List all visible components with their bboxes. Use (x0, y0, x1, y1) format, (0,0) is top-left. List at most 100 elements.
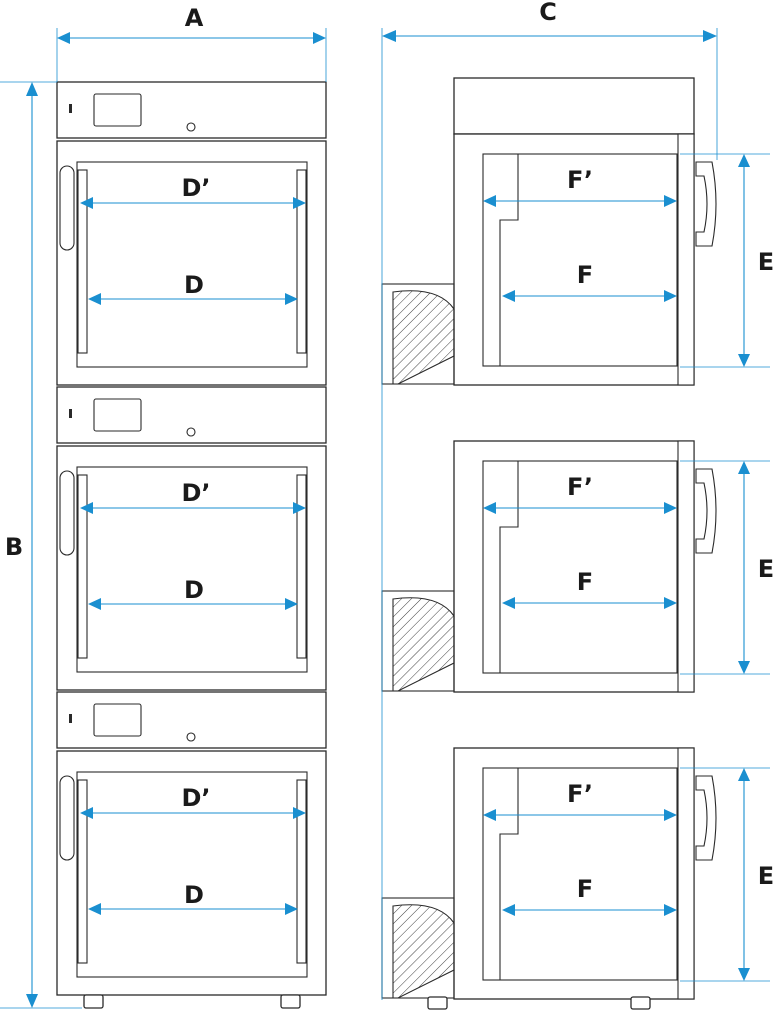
arrow-head (88, 903, 101, 915)
door-edge (677, 440, 695, 693)
arrow-head (664, 809, 677, 821)
arrow-head (285, 598, 298, 610)
arrow-head (88, 293, 101, 305)
dimension-f-label: F (577, 568, 593, 596)
dimension-b-label: B (5, 533, 23, 561)
rail-left (77, 474, 88, 659)
power-switch-icon (69, 409, 72, 418)
glass-window (76, 161, 308, 368)
inner-chamber (482, 460, 678, 674)
foot-right (280, 994, 301, 1009)
dimension-f (502, 290, 677, 302)
front-unit: D’ D (56, 386, 327, 691)
top-cap (453, 77, 695, 135)
arrow-head (738, 461, 750, 474)
chamber-step (499, 154, 519, 366)
dimension-e (738, 768, 750, 981)
dimension-f-prime (483, 502, 677, 514)
dimension-d-prime (80, 502, 306, 514)
dimension-f-prime (483, 809, 677, 821)
arrow-head (293, 807, 306, 819)
dimension-e-label: E (758, 248, 774, 276)
dimension-e-label: E (758, 555, 774, 583)
dimension-c: C (381, 0, 718, 1000)
arrow-head (664, 195, 677, 207)
arrow-head (483, 502, 496, 514)
chamber-step (499, 768, 519, 980)
arrow-head (664, 597, 677, 609)
compressor-hatch (392, 597, 455, 692)
knob-icon (186, 732, 196, 742)
arrow-head (502, 904, 515, 916)
rail-left (77, 169, 88, 354)
arrow-head (293, 197, 306, 209)
arrow-head (664, 290, 677, 302)
rail-right (296, 474, 307, 659)
dimension-c-label: C (539, 0, 557, 26)
arrow-head (80, 807, 93, 819)
arrow-head (738, 354, 750, 367)
arrow-head (738, 154, 750, 167)
side-unit: E F’ F (381, 440, 774, 693)
inner-chamber (482, 153, 678, 367)
arrow-head (88, 598, 101, 610)
dimension-f-prime-label: F’ (567, 473, 593, 501)
dimension-f (502, 597, 677, 609)
arrow-head (80, 502, 93, 514)
side-view: EF’FEF’FEF’F (381, 77, 774, 1010)
arrow-head (285, 293, 298, 305)
arrow-head (502, 597, 515, 609)
front-view: D’DD’DD’D (56, 81, 327, 1009)
glass-window (76, 771, 308, 978)
dimension-e (738, 461, 750, 674)
arrow-head (664, 502, 677, 514)
arrow-head (502, 290, 515, 302)
side-handle (695, 775, 717, 861)
display-screen (93, 93, 142, 127)
rail-right (296, 169, 307, 354)
side-handle (695, 161, 717, 247)
dimension-f-label: F (577, 875, 593, 903)
door-handle (59, 470, 75, 556)
side-foot-left (427, 996, 448, 1010)
rail-right (296, 779, 307, 964)
dimension-d-prime-label: D’ (181, 784, 210, 812)
dimension-f-prime-label: F’ (567, 166, 593, 194)
arrow-head (483, 809, 496, 821)
front-unit: D’D (56, 81, 327, 386)
side-unit: EF’F (381, 747, 774, 1000)
arrow-head (664, 904, 677, 916)
dimension-d-label: D (184, 576, 204, 604)
inner-chamber (482, 767, 678, 981)
dimension-d-prime (80, 197, 306, 209)
dimension-d (88, 293, 298, 305)
dimension-d-label: D (184, 881, 204, 909)
power-switch-icon (69, 714, 72, 723)
dimension-f-label: F (577, 261, 593, 289)
knob-icon (186, 427, 196, 437)
arrow-head (293, 502, 306, 514)
door-handle (59, 775, 75, 861)
foot-left (83, 994, 104, 1009)
display-screen (93, 398, 142, 432)
door-edge (677, 747, 695, 1000)
side-handle (695, 468, 717, 554)
door-handle (59, 165, 75, 251)
dimension-b: B (0, 81, 82, 1009)
side-unit: E F’ F (381, 133, 774, 386)
arrow-head (80, 197, 93, 209)
dimension-f-prime-label: F’ (567, 780, 593, 808)
dimension-d-prime-label: D’ (181, 174, 210, 202)
door-edge (677, 133, 695, 386)
dimension-d-prime-label: D’ (181, 479, 210, 507)
compressor-hatch (392, 904, 455, 999)
glass-window (76, 466, 308, 673)
side-units: EF’FEF’FEF’F (381, 77, 774, 1010)
chamber-step (499, 461, 519, 673)
knob-icon (186, 122, 196, 132)
dimension-a-label: A (185, 4, 204, 32)
front-unit: D’ D (56, 691, 327, 996)
dimension-f-prime (483, 195, 677, 207)
dimension-e (738, 154, 750, 367)
